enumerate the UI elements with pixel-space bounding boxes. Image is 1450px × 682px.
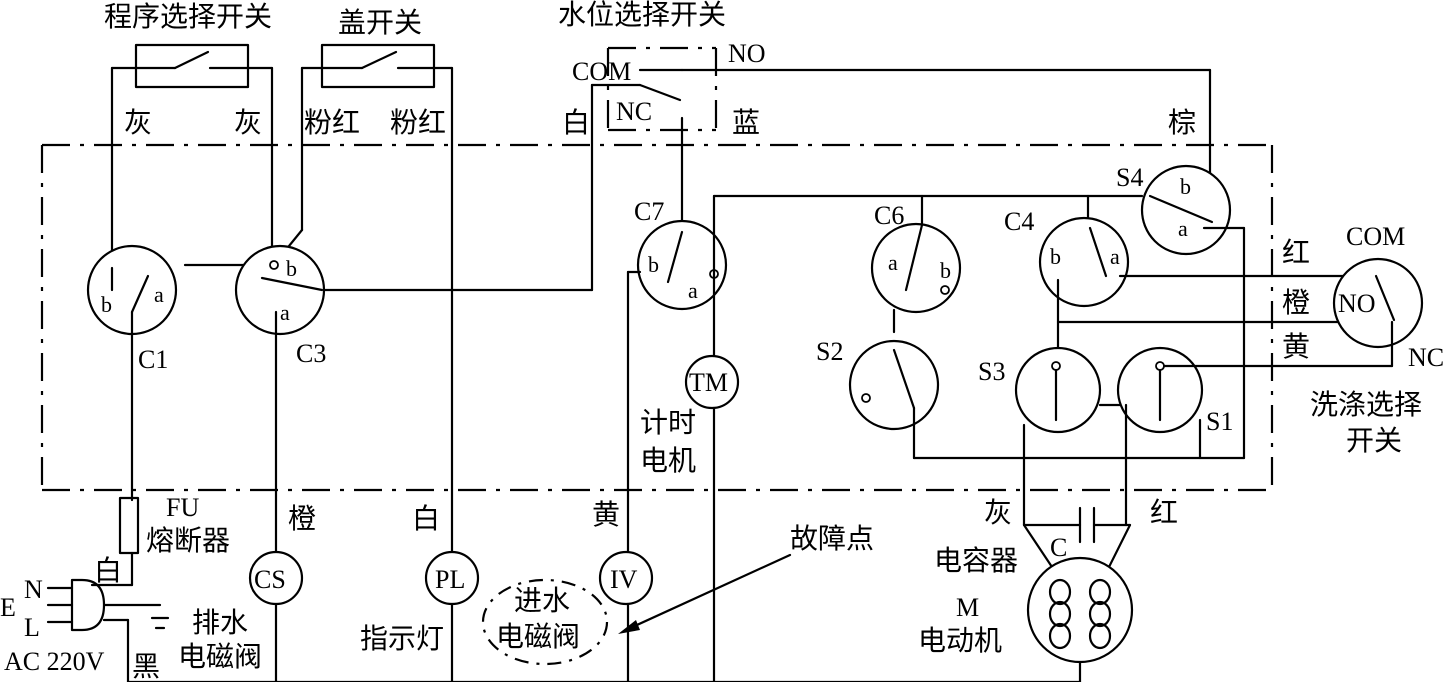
wire-brown: 棕 [1168, 106, 1196, 139]
cam-s1 [1116, 346, 1394, 527]
wire-gray-1: 灰 [124, 106, 152, 139]
c1-a: a [154, 282, 164, 307]
cam-c6 [870, 194, 962, 334]
lid-switch-label: 盖开关 [338, 6, 422, 39]
capacitor-label: 电容器 [934, 544, 1018, 577]
plug-l: L [24, 613, 40, 642]
s2-label: S2 [816, 337, 843, 366]
c4-b: b [1050, 244, 1061, 269]
cam-s2 [848, 339, 1246, 460]
c3-b: b [286, 256, 297, 281]
cam-s4 [1140, 164, 1246, 460]
no-label: NO [728, 39, 766, 68]
fuse [90, 496, 140, 587]
wire-white-bottom: 白 [412, 502, 440, 535]
motor [1026, 556, 1134, 682]
cam-c7 [626, 194, 1144, 557]
wire-yellow: 黄 [1282, 330, 1310, 363]
pl-label: PL [435, 565, 465, 594]
wire-white-top: 白 [562, 106, 590, 139]
drain-valve [248, 550, 304, 682]
c1-b: b [101, 292, 112, 317]
cs-label: CS [254, 565, 286, 594]
c6-b: b [940, 258, 951, 283]
s4-label: S4 [1116, 163, 1143, 192]
fuse-label: 熔断器 [146, 524, 230, 557]
wash-com-label: COM [1346, 222, 1405, 251]
wire-pink-1: 粉红 [304, 106, 360, 139]
s4-b: b [1180, 174, 1191, 199]
wire-black: 黑 [132, 650, 160, 682]
wire-yellow-bottom: 黄 [592, 498, 620, 531]
motor-m-label: M [956, 593, 979, 622]
c3-label: C3 [296, 339, 326, 368]
fault-point-label: 故障点 [790, 522, 874, 555]
indicator-lamp [424, 550, 480, 682]
ac-voltage-label: AC 220V [4, 647, 105, 676]
wire-orange: 橙 [1282, 286, 1310, 319]
wash-no-label: NO [1338, 289, 1376, 318]
motor-label: 电动机 [918, 624, 1002, 657]
timer-motor-label-2: 电机 [640, 444, 696, 477]
c4-label: C4 [1004, 207, 1034, 236]
fu-label: FU [166, 493, 199, 522]
plug-n: N [24, 575, 43, 604]
wash-selector-switch [1332, 257, 1424, 368]
cam-c3 [183, 244, 326, 557]
drain-valve-label-2: 电磁阀 [178, 640, 262, 673]
wire-pink-2: 粉红 [390, 106, 446, 139]
cam-s3 [1014, 346, 1128, 527]
controller-box [40, 143, 1274, 492]
drain-valve-label-1: 排水 [192, 606, 248, 639]
wash-switch-label-1: 洗涤选择 [1310, 388, 1422, 421]
c6-label: C6 [874, 201, 904, 230]
program-selector-switch [110, 43, 274, 292]
inlet-valve [598, 550, 654, 682]
timer-motor [684, 354, 740, 682]
c6-a: a [888, 250, 898, 275]
wire-orange-bottom: 橙 [288, 502, 316, 535]
capacitor-c-label: C [1050, 533, 1067, 562]
c4-a: a [1110, 244, 1120, 269]
cam-c4 [1038, 194, 1394, 362]
inlet-valve-label-1: 进水 [514, 584, 570, 617]
plug-e: E [0, 593, 16, 622]
wash-nc-label: NC [1408, 343, 1444, 372]
nc-label: NC [616, 97, 652, 126]
c3-a: a [280, 300, 290, 325]
water-level-switch [320, 46, 1212, 292]
s4-a: a [1178, 216, 1188, 241]
program-switch-label: 程序选择开关 [104, 0, 272, 33]
indicator-label: 指示灯 [360, 622, 444, 655]
c7-label: C7 [634, 197, 664, 226]
com-label: COM [572, 57, 631, 86]
c1-label: C1 [138, 345, 168, 374]
wire-white-plug: 白 [94, 554, 122, 587]
inlet-valve-label-2: 电磁阀 [496, 620, 580, 653]
s1-label: S1 [1206, 407, 1233, 436]
fault-marker [481, 553, 792, 666]
wire-red: 红 [1282, 236, 1310, 269]
wire-gray-2: 灰 [234, 106, 262, 139]
cam-c1 [86, 244, 178, 502]
wire-gray-bottom: 灰 [984, 496, 1012, 529]
water-switch-label: 水位选择开关 [558, 0, 726, 31]
c7-b: b [648, 252, 659, 277]
lid-switch [274, 43, 454, 567]
s3-label: S3 [978, 357, 1005, 386]
tm-label: TM [689, 368, 728, 397]
wire-red-bottom: 红 [1150, 496, 1178, 529]
iv-label: IV [610, 565, 638, 594]
power-plug [46, 578, 1082, 682]
c7-a: a [688, 278, 698, 303]
timer-motor-label-1: 计时 [640, 406, 696, 439]
wash-switch-label-2: 开关 [1346, 424, 1402, 457]
wire-blue: 蓝 [732, 106, 760, 139]
